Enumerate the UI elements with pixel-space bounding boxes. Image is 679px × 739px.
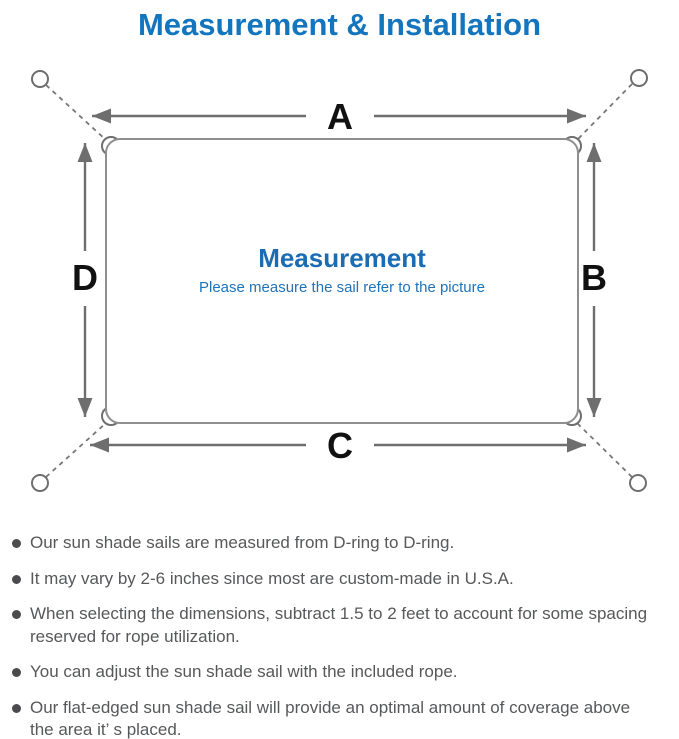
rope-dashed-lines — [45, 83, 633, 478]
dimension-label-c: C — [327, 425, 353, 466]
dimension-label-d: D — [72, 257, 98, 298]
anchor-ring-top-right-icon — [630, 69, 648, 87]
bullet-icon — [12, 610, 21, 619]
sail-outline — [105, 138, 579, 424]
instruction-notes-list: Our sun shade sails are measured from D-… — [0, 532, 679, 739]
measurement-diagram: A B C D Measurement Please measure the s… — [31, 69, 648, 492]
note-item: You can adjust the sun shade sail with t… — [12, 661, 675, 684]
note-text: reserved for rope utilization. — [30, 626, 240, 646]
bullet-icon — [12, 574, 21, 584]
bullet-icon — [12, 703, 21, 713]
diagram-subheading: Please measure the sail refer to the pic… — [199, 279, 485, 296]
note-item: Our flat-edged sun shade sail will provi… — [12, 697, 675, 739]
page-title: Measurement & Installation — [137, 7, 542, 42]
note-item: When selecting the dimensions, subtract … — [12, 603, 675, 648]
note-text: You can adjust the sun shade sail with t… — [30, 662, 458, 681]
note-item: Our sun shade sails are measured from D-… — [12, 532, 675, 555]
anchor-ring-bottom-right-icon — [629, 474, 647, 492]
anchor-point-icons — [31, 69, 648, 492]
diagram-heading: Measurement — [258, 243, 426, 273]
dimension-label-b: B — [581, 257, 607, 298]
note-text: It may vary by 2-6 inches since most are… — [30, 568, 514, 588]
bullet-icon — [12, 668, 21, 677]
anchor-ring-bottom-left-icon — [31, 474, 49, 492]
anchor-ring-top-left-icon — [31, 70, 49, 88]
dimension-arrows — [77, 108, 602, 453]
note-text: Our sun shade sails are measured from D-… — [30, 533, 455, 552]
note-text: Our flat-edged sun shade sail will provi… — [30, 697, 631, 717]
note-text: When selecting the dimensions, subtract … — [30, 604, 648, 623]
dimension-label-a: A — [327, 96, 353, 137]
bullet-icon — [12, 539, 21, 548]
note-item: It may vary by 2-6 inches since most are… — [12, 568, 675, 591]
note-text: the area it’ s placed. — [30, 720, 182, 739]
